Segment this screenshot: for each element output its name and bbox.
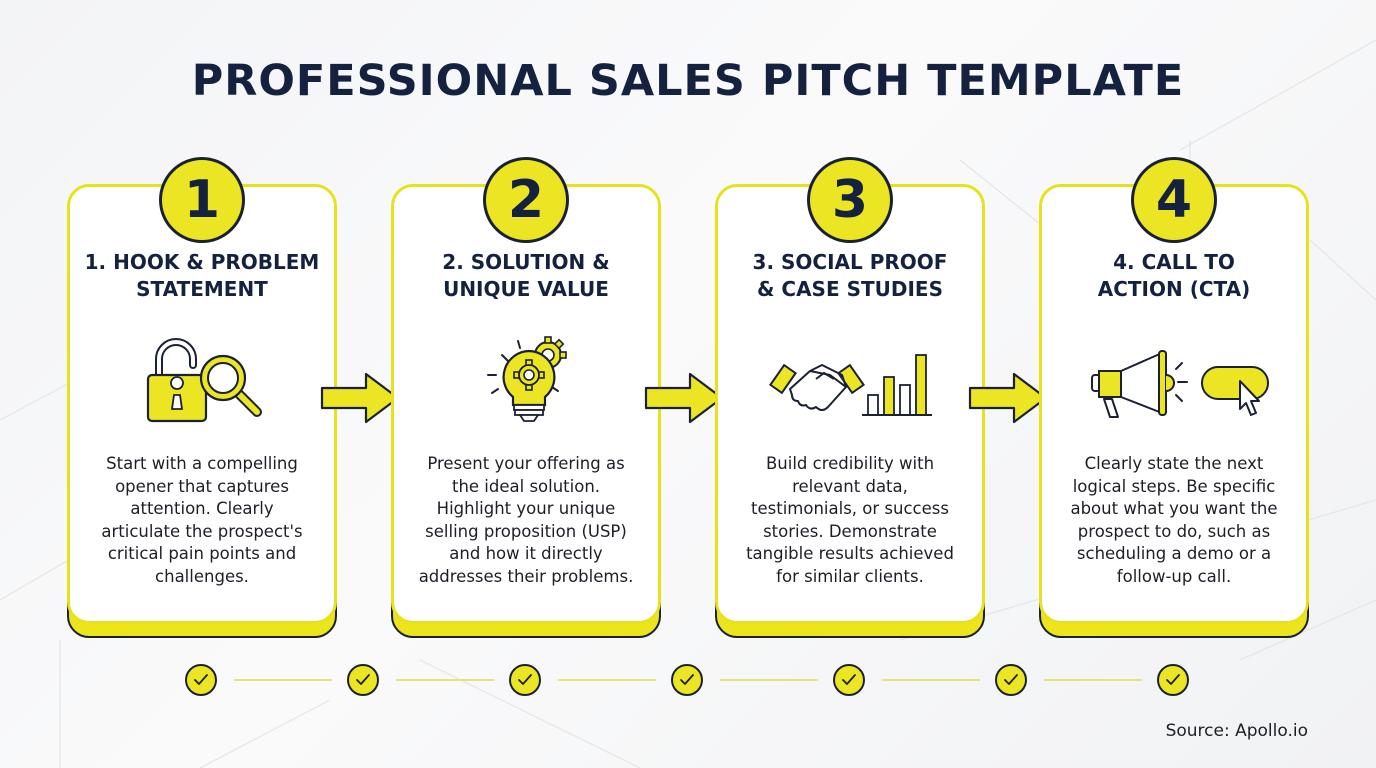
page-title: PROFESSIONAL SALES PITCH TEMPLATE bbox=[191, 56, 1185, 106]
checkmark-icon bbox=[995, 664, 1027, 696]
lightbulb-with-gears-icon bbox=[487, 336, 567, 422]
step-description: Present your offering as the ideal solut… bbox=[418, 454, 634, 586]
checkmark-icon bbox=[347, 664, 379, 696]
handshake-and-bar-chart-icon bbox=[768, 354, 932, 416]
card-body-panel: 1 1. HOOK & PROBLEM STATEMENT Start with… bbox=[67, 157, 337, 624]
step-title: 3. SOCIAL PROOF & CASE STUDIES bbox=[752, 250, 948, 301]
step-number-badge: 1 bbox=[159, 157, 245, 243]
card-body-panel: 3 3. SOCIAL PROOF & CASE STUDIES Build c… bbox=[715, 157, 985, 624]
checkmark-icon bbox=[1157, 664, 1189, 696]
step-number-badge: 4 bbox=[1131, 157, 1217, 243]
checkmark-icon bbox=[833, 664, 865, 696]
step-title: 4. CALL TO ACTION (CTA) bbox=[1097, 250, 1251, 301]
connector-line bbox=[396, 679, 494, 681]
step-card-1: 1 1. HOOK & PROBLEM STATEMENT Start with… bbox=[67, 157, 337, 638]
connector-line bbox=[234, 679, 332, 681]
step-title: 1. HOOK & PROBLEM STATEMENT bbox=[84, 250, 320, 301]
checkmark-icon bbox=[509, 664, 541, 696]
connector-line bbox=[720, 679, 818, 681]
card-body-panel: 4 4. CALL TO ACTION (CTA) Clearly state … bbox=[1039, 157, 1309, 624]
checkmark-icon bbox=[185, 664, 217, 696]
unlocked-padlock-with-magnifier-icon bbox=[146, 338, 262, 423]
step-card-3: 3 3. SOCIAL PROOF & CASE STUDIES Build c… bbox=[715, 157, 985, 638]
megaphone-and-click-button-icon bbox=[1091, 350, 1269, 418]
right-arrow-icon bbox=[320, 372, 400, 424]
checkmark-icon bbox=[671, 664, 703, 696]
step-card-2: 2 2. SOLUTION & UNIQUE VALUE bbox=[391, 157, 661, 638]
step-card-4: 4 4. CALL TO ACTION (CTA) Clearly state … bbox=[1039, 157, 1309, 638]
step-description: Start with a compelling opener that capt… bbox=[101, 454, 303, 586]
source-attribution: Source: Apollo.io bbox=[1165, 721, 1308, 741]
step-title: 2. SOLUTION & UNIQUE VALUE bbox=[442, 250, 610, 301]
connector-line bbox=[558, 679, 656, 681]
right-arrow-icon bbox=[644, 372, 724, 424]
right-arrow-icon bbox=[968, 372, 1048, 424]
step-number-badge: 3 bbox=[807, 157, 893, 243]
step-description: Build credibility with relevant data, te… bbox=[746, 454, 954, 586]
card-body-panel: 2 2. SOLUTION & UNIQUE VALUE bbox=[391, 157, 661, 624]
checkmark-progress-row bbox=[0, 662, 1376, 698]
connector-line bbox=[1044, 679, 1142, 681]
step-description: Clearly state the next logical steps. Be… bbox=[1070, 454, 1278, 586]
connector-line bbox=[882, 679, 980, 681]
step-number-badge: 2 bbox=[483, 157, 569, 243]
